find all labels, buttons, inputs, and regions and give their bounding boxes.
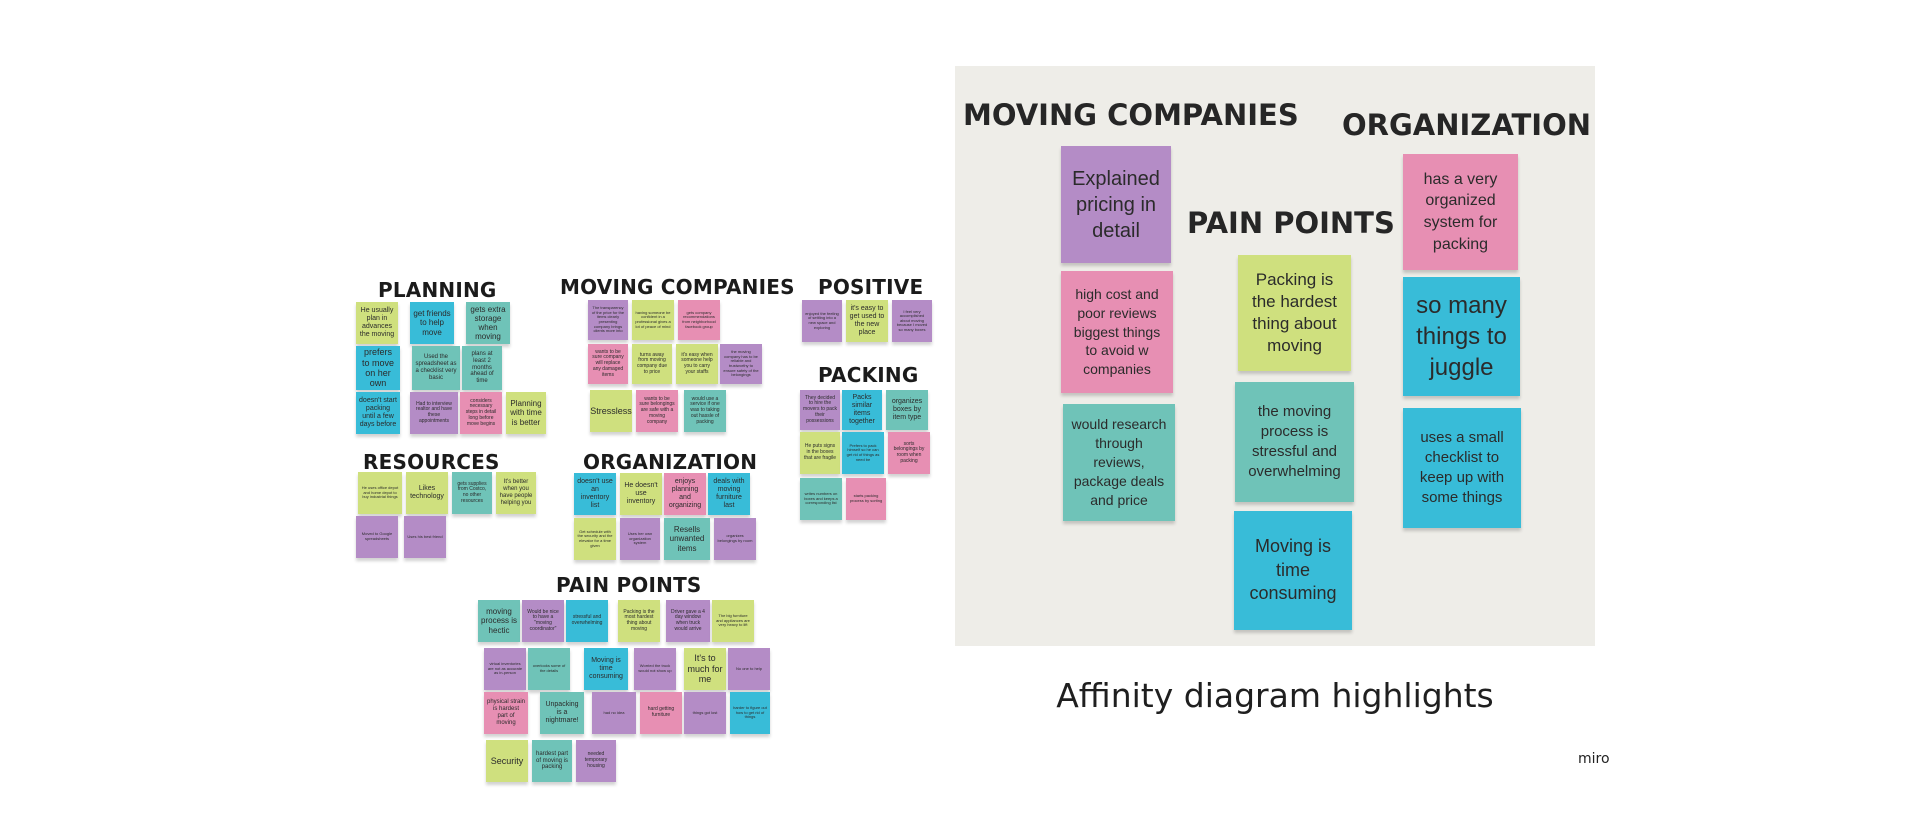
sticky-note[interactable]: Uses her own organization system	[620, 518, 660, 560]
sticky-note[interactable]: plans at least 2 months ahead of time	[462, 346, 502, 390]
sticky-note[interactable]: hardest part of moving is packing	[532, 740, 572, 782]
sticky-note[interactable]: hard getting furniture	[640, 692, 682, 734]
sticky-note[interactable]: Stressless	[590, 390, 632, 432]
sticky-note[interactable]: Packing is the most hardest thing about …	[618, 600, 660, 642]
highlight-organization-heading: ORGANIZATION	[1342, 108, 1592, 142]
caption: Affinity diagram highlights	[1056, 676, 1494, 715]
sticky-note[interactable]: turns away from moving company due to pr…	[632, 344, 672, 384]
sticky-note[interactable]: The transparency of the price for the it…	[588, 300, 628, 340]
sticky-note[interactable]: uses a small checklist to keep up with s…	[1403, 408, 1521, 528]
sticky-note[interactable]: get friends to help move	[410, 302, 454, 344]
sticky-note[interactable]: would use a service if one was to taking…	[684, 390, 726, 432]
sticky-note[interactable]: having someone be confident in a profess…	[632, 300, 674, 340]
sticky-note[interactable]: high cost and poor reviews biggest thing…	[1061, 271, 1173, 393]
sticky-note[interactable]: Uses his best friend	[404, 516, 446, 558]
sticky-note[interactable]: The big furniture and appliances are ver…	[712, 600, 754, 642]
sticky-note[interactable]: virtual inventories are not as accurate …	[484, 648, 526, 690]
sticky-note[interactable]: organizes boxes by item type	[886, 390, 928, 430]
sticky-note[interactable]: Worried the truck would not show up	[634, 648, 676, 690]
sticky-note[interactable]: Explained pricing in detail	[1061, 146, 1171, 263]
sticky-note[interactable]: it's easy to get used to the new place	[846, 300, 888, 342]
positive-heading: POSITIVE	[818, 275, 924, 299]
organization-heading: ORGANIZATION	[583, 450, 758, 474]
packing-heading: PACKING	[818, 363, 919, 387]
sticky-note[interactable]: has a very organized system for packing	[1403, 154, 1518, 270]
sticky-note[interactable]: stressful and overwhelming	[566, 600, 608, 642]
sticky-note[interactable]: Packing is the hardest thing about movin…	[1238, 255, 1351, 371]
sticky-note[interactable]: would research through reviews, package …	[1063, 404, 1175, 521]
sticky-note[interactable]: Security	[486, 740, 528, 782]
sticky-note[interactable]: deals with moving furniture last	[708, 473, 750, 515]
sticky-note[interactable]: It's to much for me	[684, 648, 726, 690]
highlights-panel: MOVING COMPANIES PAIN POINTS ORGANIZATIO…	[955, 66, 1595, 646]
sticky-note[interactable]: He usually plan in advances the moving	[356, 302, 398, 344]
sticky-note[interactable]: gets company recommendations from neighb…	[678, 300, 720, 340]
sticky-note[interactable]: harder to figure out how to get rid of t…	[730, 692, 770, 734]
sticky-note[interactable]: Driver gave a 4 day window when truck wo…	[666, 600, 710, 642]
sticky-note[interactable]: wants to be sure belongings are safe wit…	[636, 390, 678, 432]
sticky-note[interactable]: had no idea	[592, 692, 636, 734]
highlight-pain-points-heading: PAIN POINTS	[1187, 206, 1395, 240]
sticky-note[interactable]: doesn't start packing until a few days b…	[356, 392, 400, 434]
moving-companies-heading: MOVING COMPANIES	[560, 275, 795, 299]
sticky-note[interactable]: Moving is time consuming	[1234, 511, 1352, 630]
sticky-note[interactable]: physical strain is hardest part of movin…	[484, 692, 528, 734]
sticky-note[interactable]: doesn't use an inventory list	[574, 473, 616, 515]
sticky-note[interactable]: They decided to hire the movers to pack …	[800, 390, 840, 430]
sticky-note[interactable]: He puts signs in the boxes that are frag…	[800, 432, 840, 474]
sticky-note[interactable]: things got lost	[684, 692, 726, 734]
sticky-note[interactable]: Planning with time is better	[506, 392, 546, 434]
sticky-note[interactable]: gets supplies from Costco, no other reso…	[452, 472, 492, 514]
sticky-note[interactable]: writes numbers on boxes and keeps a corr…	[800, 478, 842, 520]
sticky-note[interactable]: overlooks some of the details	[528, 648, 570, 690]
sticky-note[interactable]: it's easy when someone help you to carry…	[676, 344, 718, 384]
sticky-note[interactable]: No one to help	[728, 648, 770, 690]
sticky-note[interactable]: so many things to juggle	[1403, 277, 1520, 396]
sticky-note[interactable]: Moved to Google spreadsheets	[356, 516, 398, 558]
sticky-note[interactable]: Would be nice to have a "moving coordina…	[522, 600, 564, 642]
pain-points-heading: PAIN POINTS	[556, 573, 702, 597]
sticky-note[interactable]: Moving is time consuming	[584, 648, 628, 690]
sticky-note[interactable]: moving process is hectic	[478, 600, 520, 642]
sticky-note[interactable]: Resells unwanted items	[664, 518, 710, 560]
sticky-note[interactable]: the moving company has to be reliable an…	[720, 344, 762, 384]
sticky-note[interactable]: Unpacking is a nightmare!	[540, 692, 584, 734]
sticky-note[interactable]: considers necessary steps in detail long…	[460, 392, 502, 434]
sticky-note[interactable]: Had to interview realtor and have these …	[410, 392, 458, 434]
sticky-note[interactable]: Likes technology	[406, 472, 448, 514]
sticky-note[interactable]: sorts belongings by room when packing	[888, 432, 930, 474]
highlight-moving-companies-heading: MOVING COMPANIES	[963, 98, 1299, 132]
sticky-note[interactable]: enjoyed the feeling of settling into a n…	[802, 300, 842, 342]
miro-watermark: miro	[1578, 751, 1610, 767]
sticky-note[interactable]: He doesn't use inventory	[620, 473, 662, 515]
sticky-note[interactable]: organizes belongings by room	[714, 518, 756, 560]
sticky-note[interactable]: starts packing process by sorting	[846, 478, 886, 520]
sticky-note[interactable]: I feel very accomplished about moving be…	[892, 300, 932, 342]
sticky-note[interactable]: Used the spreadsheet as a checklist very…	[412, 346, 460, 390]
sticky-note[interactable]: wants to be sure company will replace an…	[588, 344, 628, 384]
sticky-note[interactable]: Prefers to pack himself so he can get ri…	[842, 432, 884, 474]
sticky-note[interactable]: enjoys planning and organizing	[664, 473, 706, 515]
resources-heading: RESOURCES	[363, 450, 500, 474]
sticky-note[interactable]: Get schedule with the security and the e…	[574, 518, 616, 560]
sticky-note[interactable]: the moving process is stressful and over…	[1235, 382, 1354, 502]
sticky-note[interactable]: It's better when you have people helping…	[496, 472, 536, 514]
sticky-note[interactable]: He uses office depot and home depot to b…	[358, 472, 402, 514]
planning-heading: PLANNING	[378, 278, 497, 302]
sticky-note[interactable]: prefers to move on her own	[356, 346, 400, 390]
sticky-note[interactable]: gets extra storage when moving	[466, 302, 510, 344]
sticky-note[interactable]: Packs similar items together	[842, 390, 882, 430]
sticky-note[interactable]: needed temporary housing	[576, 740, 616, 782]
